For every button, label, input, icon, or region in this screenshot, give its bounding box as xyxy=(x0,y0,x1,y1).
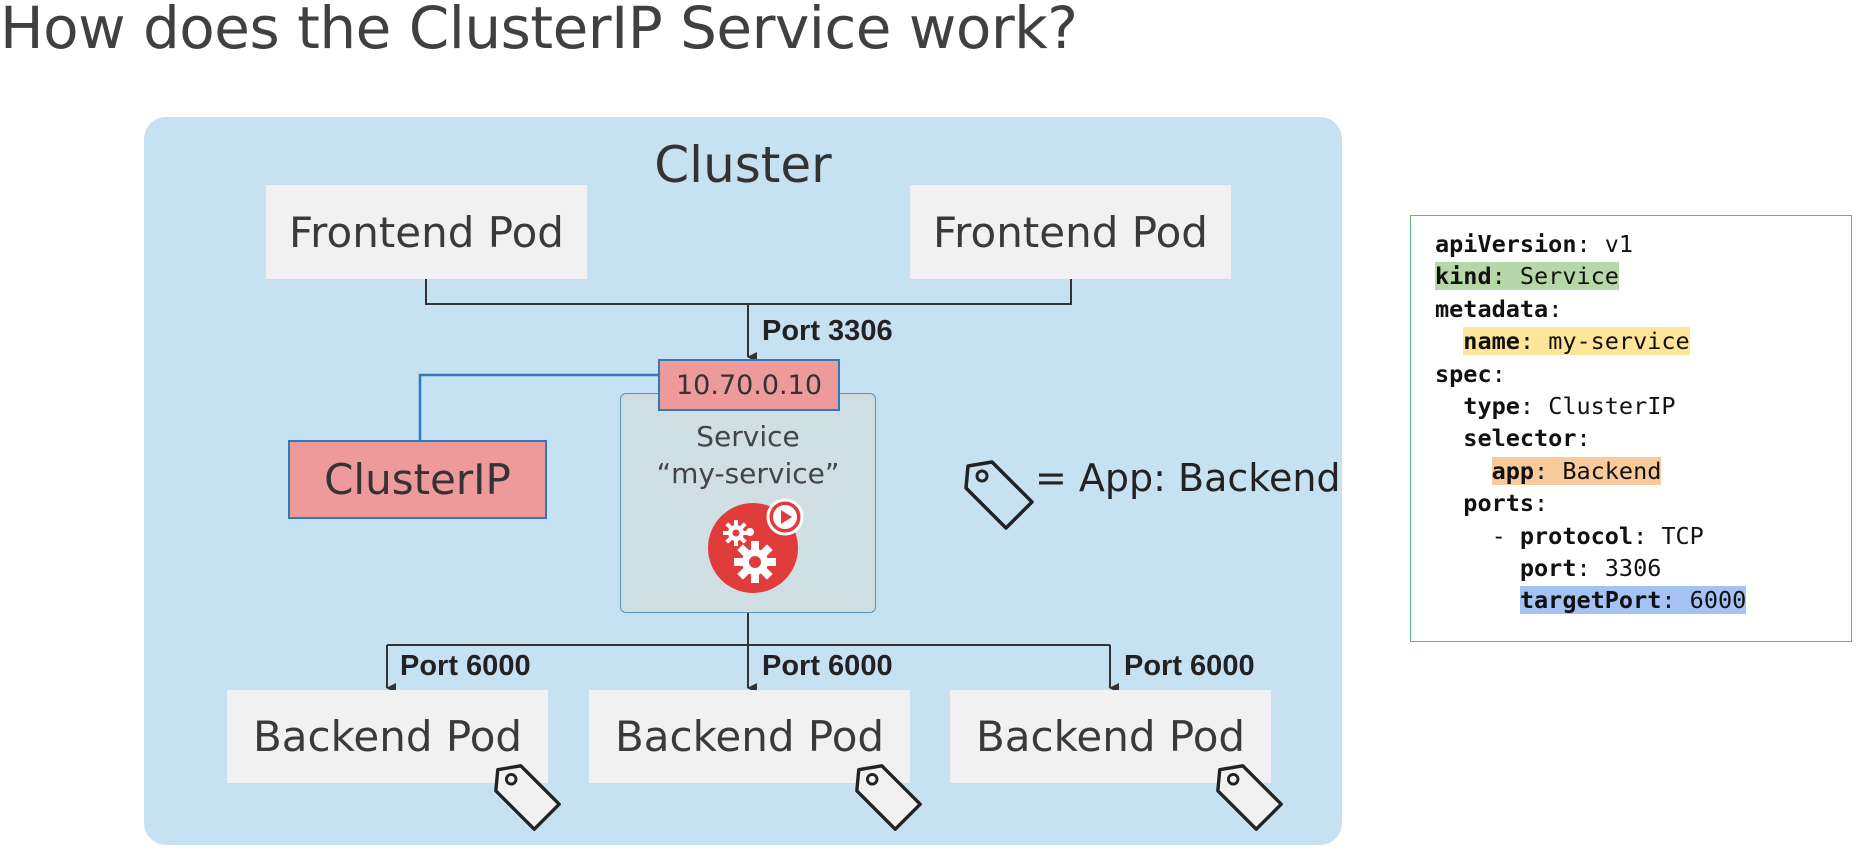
port-label-6000: Port 6000 xyxy=(762,650,893,682)
tag-icon xyxy=(964,460,1034,530)
clusterip-box: ClusterIP xyxy=(288,440,547,519)
service-label-line1: Service xyxy=(696,420,800,453)
yaml-code: apiVersion: v1 kind: Service metadata: nam… xyxy=(1435,228,1747,617)
yaml-value: Service xyxy=(1519,262,1619,291)
yaml-key: protocol xyxy=(1519,521,1634,550)
yaml-key: apiVersion xyxy=(1435,230,1577,258)
service-label: Service “my-service” xyxy=(620,418,876,492)
yaml-line: - protocol: TCP xyxy=(1435,521,1704,550)
tag-icon xyxy=(494,764,561,831)
yaml-line: name: my-service xyxy=(1463,327,1690,356)
yaml-key: targetPort xyxy=(1519,586,1662,615)
page-title: How does the ClusterIP Service work? xyxy=(0,0,1078,62)
yaml-line: apiVersion: v1 xyxy=(1435,230,1634,258)
yaml-key: app xyxy=(1491,456,1535,485)
frontend-pod-1: Frontend Pod xyxy=(266,185,587,279)
yaml-key: port xyxy=(1519,554,1577,583)
backend-pod-2: Backend Pod xyxy=(589,690,910,783)
yaml-line: spec: xyxy=(1435,359,1506,388)
legend-label: = App: Backend xyxy=(1035,456,1341,500)
yaml-key: spec xyxy=(1435,359,1492,388)
yaml-line: app: Backend xyxy=(1491,456,1662,485)
yaml-value: 6000 xyxy=(1689,586,1747,615)
backend-pod-1: Backend Pod xyxy=(227,690,548,783)
clusterip-connector xyxy=(418,373,658,440)
yaml-value: 3306 xyxy=(1604,554,1662,583)
frontend-connector xyxy=(425,279,1072,305)
yaml-value: v1 xyxy=(1604,230,1634,258)
yaml-key: type xyxy=(1463,392,1520,421)
yaml-key: ports xyxy=(1463,489,1535,518)
tag-icon xyxy=(855,764,922,831)
service-label-line2: “my-service” xyxy=(656,457,840,490)
yaml-line: targetPort: 6000 xyxy=(1519,586,1747,615)
yaml-line: port: 3306 xyxy=(1519,554,1662,583)
yaml-value: ClusterIP xyxy=(1548,392,1676,421)
port-label-6000: Port 6000 xyxy=(1124,650,1255,682)
yaml-key: kind xyxy=(1435,262,1492,291)
tag-icon xyxy=(1216,764,1283,831)
yaml-line: type: ClusterIP xyxy=(1463,392,1676,421)
yaml-key: name xyxy=(1463,327,1520,356)
yaml-value: my-service xyxy=(1548,327,1690,356)
yaml-key: metadata xyxy=(1435,294,1549,323)
yaml-value: Backend xyxy=(1562,456,1662,485)
yaml-line: selector: xyxy=(1463,424,1591,453)
service-ip: 10.70.0.10 xyxy=(658,359,840,411)
backend-pod-3: Backend Pod xyxy=(950,690,1271,783)
frontend-pod-2: Frontend Pod xyxy=(910,185,1231,279)
yaml-key: selector xyxy=(1463,424,1577,453)
cluster-label: Cluster xyxy=(654,136,832,194)
yaml-value: TCP xyxy=(1661,521,1704,550)
yaml-line: ports: xyxy=(1463,489,1549,518)
port-label-6000: Port 6000 xyxy=(400,650,531,682)
port-label-3306: Port 3306 xyxy=(762,315,893,347)
yaml-line: kind: Service xyxy=(1435,262,1619,291)
service-gear-icon xyxy=(708,498,804,593)
yaml-line: metadata: xyxy=(1435,294,1563,323)
